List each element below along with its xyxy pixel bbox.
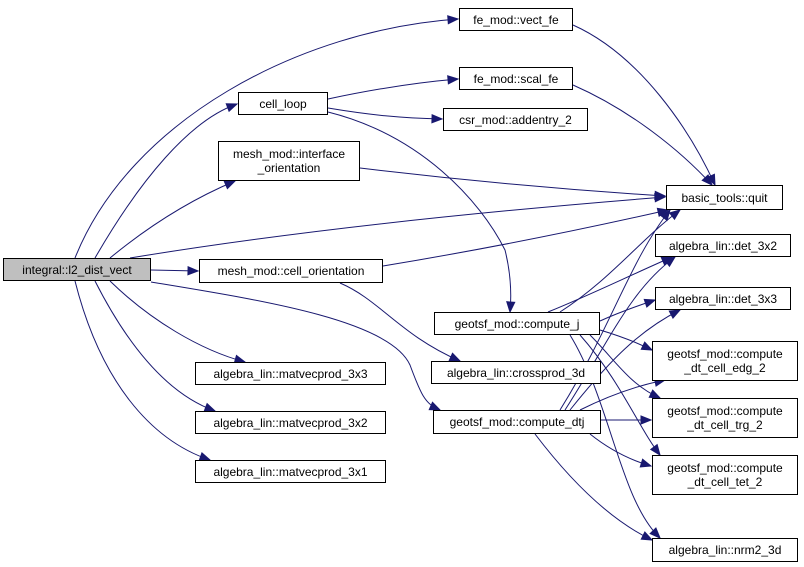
node-label: geotsf_mod::compute_j	[454, 316, 580, 331]
node-label: _orientation	[257, 161, 321, 175]
edge-root-compdtj	[150, 281, 441, 411]
node-nrm[interactable]: algebra_lin::nrm2_3d	[652, 538, 798, 562]
edge-compdtj-quit-arrowhead	[659, 208, 671, 222]
edge-compj-det3x2	[547, 256, 673, 313]
node-label: csr_mod::addentry_2	[459, 112, 572, 127]
edge-compdtj-trg2-arrowhead	[640, 415, 653, 425]
edge-cellor-quit-arrowhead	[656, 207, 670, 217]
edge-compj-nrm-arrowhead	[649, 527, 661, 539]
edge-cell-loop-addentry	[327, 107, 443, 120]
edge-compj-edg2-arrowhead	[640, 341, 654, 351]
node-label: mesh_mod::interface	[232, 147, 346, 161]
node-edg2[interactable]: geotsf_mod::compute_dt_cell_edg_2	[652, 341, 798, 381]
edge-root-cellor-arrowhead	[187, 266, 200, 276]
edge-scal-fe-quit-arrowhead	[701, 174, 713, 186]
edge-scal-fe-quit	[572, 84, 713, 186]
node-label: algebra_lin::nrm2_3d	[668, 543, 782, 557]
edge-root-mv33	[109, 280, 246, 363]
node-label: fe_mod::scal_fe	[473, 71, 559, 86]
node-label: basic_tools::quit	[681, 190, 768, 205]
node-label: _dt_cell_edg_2	[684, 361, 766, 375]
node-vect-fe[interactable]: fe_mod::vect_fe	[459, 8, 573, 31]
node-cross[interactable]: algebra_lin::crossprod_3d	[431, 361, 601, 384]
edge-compdtj-nrm-arrowhead	[640, 531, 654, 541]
node-root[interactable]: integral::l2_dist_vect	[3, 258, 151, 281]
node-quit[interactable]: basic_tools::quit	[666, 185, 783, 210]
node-label: fe_mod::vect_fe	[473, 12, 559, 27]
edge-root-interface-arrowhead	[223, 180, 237, 190]
edge-compdtj-det3x3	[569, 309, 681, 411]
edge-interface-quit-arrowhead	[654, 190, 667, 201]
edge-compj-det3x3-arrowhead	[643, 298, 657, 308]
edge-root-interface	[109, 180, 236, 259]
node-label: _dt_cell_trg_2	[687, 418, 763, 432]
node-cellor[interactable]: mesh_mod::cell_orientation	[199, 259, 383, 283]
edge-root-compdtj-arrowhead	[428, 401, 442, 411]
node-compdtj[interactable]: geotsf_mod::compute_dtj	[433, 410, 601, 434]
edge-compj-quit	[559, 209, 681, 313]
node-iface[interactable]: mesh_mod::interface_orientation	[218, 141, 360, 181]
edge-compdtj-nrm	[534, 433, 653, 541]
node-scal-fe[interactable]: fe_mod::scal_fe	[459, 67, 573, 90]
edge-root-cell-loop-arrowhead	[225, 103, 239, 113]
edge-compj-trg2-arrowhead	[648, 389, 662, 399]
node-label: algebra_lin::crossprod_3d	[446, 365, 586, 380]
node-label: mesh_mod::cell_orientation	[217, 264, 365, 278]
node-label: geotsf_mod::compute	[667, 404, 783, 418]
edge-compdtj-tet2-arrowhead	[639, 458, 653, 468]
node-mv32[interactable]: algebra_lin::matvecprod_3x2	[195, 411, 386, 434]
node-label: geotsf_mod::compute	[667, 461, 783, 475]
node-label: geotsf_mod::compute_dtj	[449, 415, 585, 429]
node-label: algebra_lin::det_3x3	[668, 291, 778, 306]
edge-cell-loop-compute-j	[327, 111, 512, 313]
edge-interface-quit	[359, 167, 666, 197]
node-addentry[interactable]: csr_mod::addentry_2	[443, 108, 588, 131]
node-tet2[interactable]: geotsf_mod::compute_dt_cell_tet_2	[652, 455, 798, 495]
node-mv33[interactable]: algebra_lin::matvecprod_3x3	[195, 362, 386, 385]
node-label: algebra_lin::matvecprod_3x2	[213, 415, 368, 430]
edge-root-mv32	[94, 280, 216, 412]
edge-root-mv31	[74, 280, 211, 461]
edge-cell-loop-compute-j-arrowhead	[506, 301, 516, 314]
node-label: algebra_lin::matvecprod_3x3	[213, 366, 368, 381]
node-label: integral::l2_dist_vect	[22, 262, 132, 277]
edge-compj-quit-arrowhead	[668, 209, 682, 221]
node-det3x3[interactable]: algebra_lin::det_3x3	[655, 287, 791, 310]
node-label: algebra_lin::det_3x2	[668, 238, 778, 253]
node-cell-loop[interactable]: cell_loop	[238, 92, 328, 115]
node-label: cell_loop	[259, 96, 307, 111]
edge-vect-fe-quit	[572, 24, 716, 186]
edge-compj-nrm	[569, 334, 661, 539]
node-label: _dt_cell_tet_2	[687, 475, 763, 489]
edge-cellor-crossprod-arrowhead	[448, 352, 462, 362]
edge-compdtj-det3x3-arrowhead	[668, 309, 682, 320]
edge-cell-loop-scal-fe	[327, 78, 459, 100]
edge-cell-loop-addentry-arrowhead	[431, 113, 444, 124]
edge-root-cell-loop	[94, 103, 238, 259]
node-det3x2[interactable]: algebra_lin::det_3x2	[655, 234, 791, 257]
edge-root-quit	[129, 196, 666, 259]
node-compj[interactable]: geotsf_mod::compute_j	[434, 312, 600, 335]
edge-compdtj-det3x2	[564, 256, 676, 411]
edge-cellor-quit	[382, 209, 669, 267]
node-mv31[interactable]: algebra_lin::matvecprod_3x1	[195, 460, 386, 483]
edge-root-vect-fe	[74, 18, 459, 259]
edge-compdtj-det3x2-arrowhead	[663, 256, 677, 268]
edge-cell-loop-scal-fe-arrowhead	[447, 75, 460, 85]
edge-root-vect-fe-arrowhead	[447, 15, 460, 25]
node-label: geotsf_mod::compute	[667, 347, 783, 361]
node-trg2[interactable]: geotsf_mod::compute_dt_cell_trg_2	[652, 398, 798, 438]
node-label: algebra_lin::matvecprod_3x1	[213, 464, 368, 479]
edge-compj-tet2-arrowhead	[649, 443, 661, 457]
edge-cellor-crossprod	[339, 282, 461, 362]
